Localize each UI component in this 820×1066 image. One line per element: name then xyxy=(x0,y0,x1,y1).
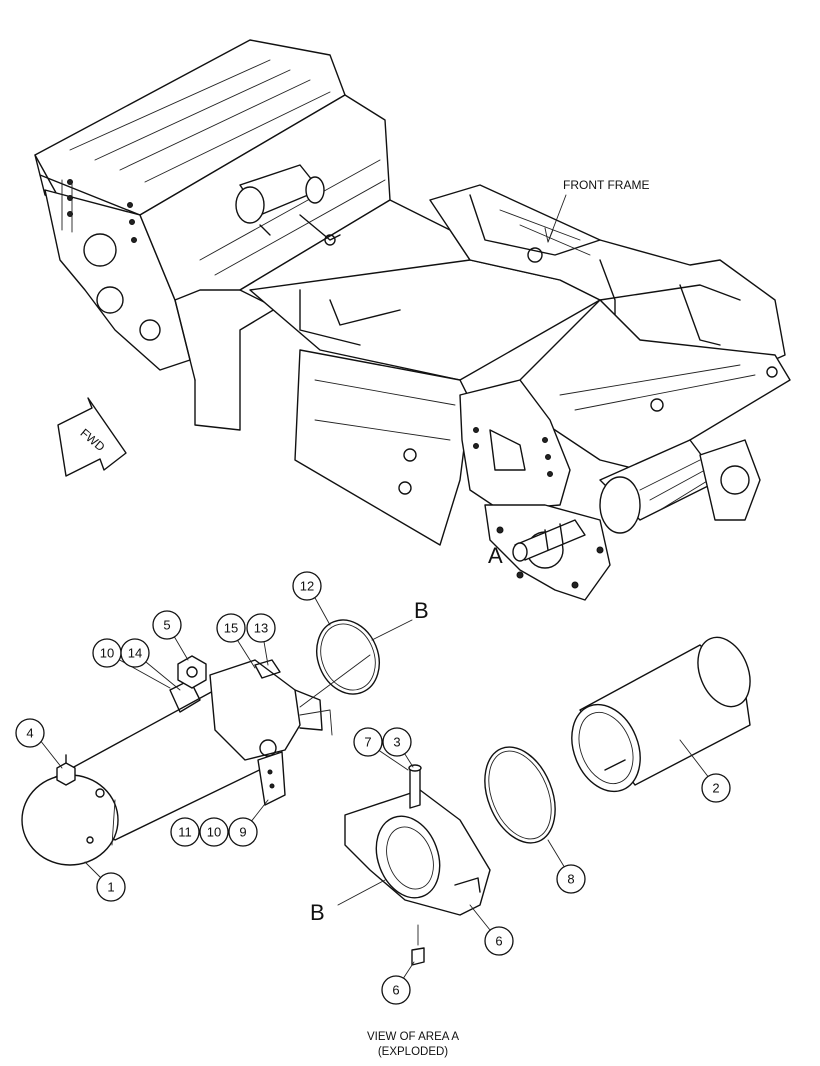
o-ring-part xyxy=(316,619,380,695)
callout-7: 7 xyxy=(353,727,383,757)
callout-14: 14 xyxy=(120,638,150,668)
svg-text:9: 9 xyxy=(239,825,246,840)
svg-text:15: 15 xyxy=(224,621,238,636)
bushing-part xyxy=(571,636,751,793)
callout-6-right: 6 xyxy=(484,926,514,956)
section-b-label-bottom: B xyxy=(310,900,325,925)
svg-text:10: 10 xyxy=(100,646,114,661)
callout-2: 2 xyxy=(701,773,731,803)
callout-8: 8 xyxy=(556,864,586,894)
area-a-label: A xyxy=(488,543,503,568)
cylinder-part xyxy=(21,655,333,866)
section-b-label-top: B xyxy=(414,598,429,623)
callout-5: 5 xyxy=(152,610,182,640)
svg-text:7: 7 xyxy=(364,735,371,750)
callout-10-lower: 10 xyxy=(199,817,229,847)
svg-text:10: 10 xyxy=(207,825,221,840)
callout-13: 13 xyxy=(246,613,276,643)
callout-15: 15 xyxy=(216,613,246,643)
exploded-view: B B xyxy=(21,586,751,989)
svg-text:1: 1 xyxy=(107,880,114,895)
bearing-cap-part xyxy=(344,764,491,966)
callout-11: 11 xyxy=(170,817,200,847)
svg-text:6: 6 xyxy=(495,934,502,949)
svg-text:14: 14 xyxy=(128,646,142,661)
svg-text:5: 5 xyxy=(163,618,170,633)
callout-3: 3 xyxy=(382,727,412,757)
view-caption-line2: (EXPLODED) xyxy=(378,1046,448,1058)
front-frame-label: FRONT FRAME xyxy=(563,178,649,192)
callout-10-upper: 10 xyxy=(92,638,122,668)
svg-text:6: 6 xyxy=(392,983,399,998)
svg-text:12: 12 xyxy=(300,579,314,594)
callout-6-bottom: 6 xyxy=(381,975,411,1005)
callout-12: 12 xyxy=(292,571,322,601)
seal-ring-part xyxy=(484,746,556,844)
svg-text:3: 3 xyxy=(393,735,400,750)
svg-text:2: 2 xyxy=(712,781,719,796)
svg-text:8: 8 xyxy=(567,872,574,887)
callout-9: 9 xyxy=(228,817,258,847)
front-frame-illustration: FRONT FRAME A xyxy=(34,39,791,601)
svg-text:11: 11 xyxy=(178,825,192,840)
svg-text:13: 13 xyxy=(254,621,268,636)
view-caption-line1: VIEW OF AREA A xyxy=(367,1031,459,1043)
forward-arrow-icon: FWD xyxy=(57,397,127,477)
svg-text:4: 4 xyxy=(26,726,33,741)
callout-1: 1 xyxy=(96,872,126,902)
callout-4: 4 xyxy=(15,718,45,748)
